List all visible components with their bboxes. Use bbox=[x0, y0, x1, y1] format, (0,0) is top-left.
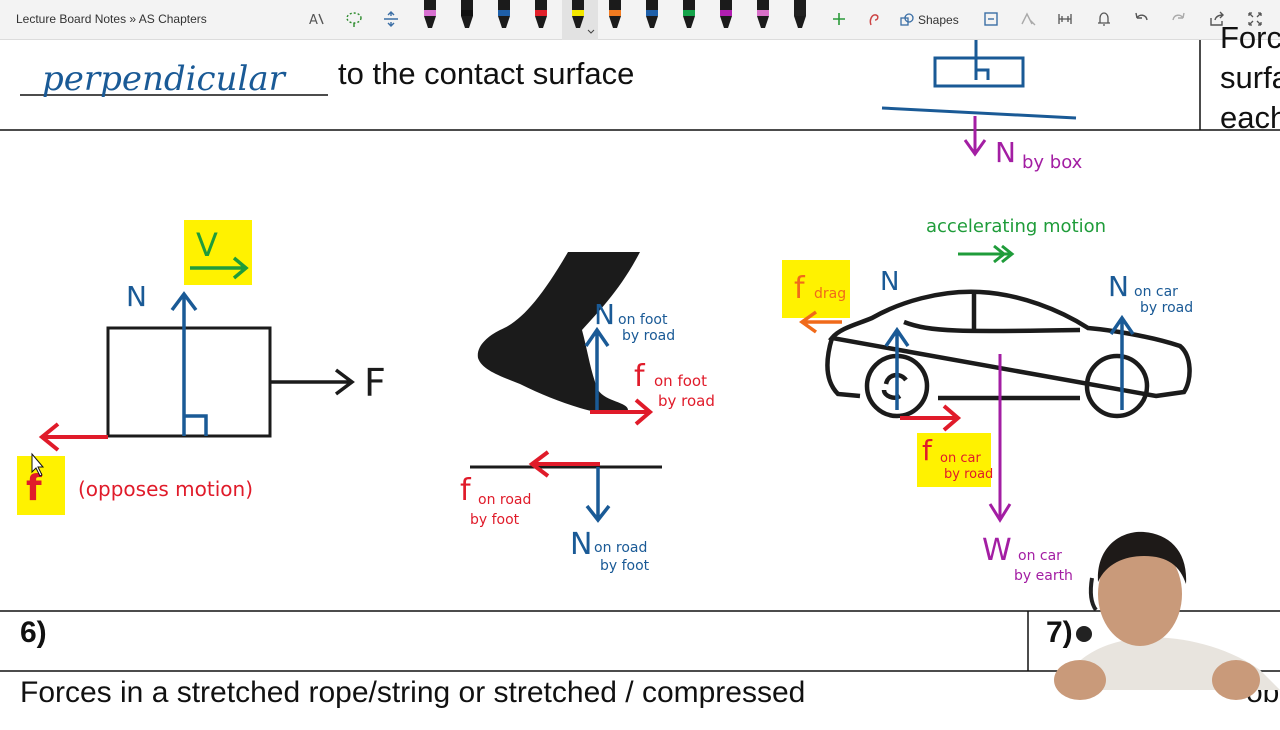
contact-surface-text: to the contact surface bbox=[338, 56, 635, 91]
n-foot-sub1: on foot bbox=[618, 312, 668, 328]
n-by-box-sub: by box bbox=[1022, 152, 1083, 173]
n-by-box-arrow bbox=[963, 116, 987, 157]
pen-4[interactable] bbox=[535, 0, 547, 28]
n-car-rear-arrow bbox=[1109, 314, 1135, 410]
bell-icon[interactable] bbox=[1093, 8, 1115, 30]
pen-6[interactable] bbox=[609, 0, 621, 28]
chevron-down-icon bbox=[587, 29, 595, 34]
question-7-label: 7) bbox=[1046, 616, 1073, 649]
f-car-sub1: on car bbox=[940, 451, 981, 466]
right-cell-line: surfa bbox=[1220, 60, 1280, 95]
breadcrumb[interactable]: Lecture Board Notes » AS Chapters bbox=[16, 12, 207, 26]
f-car-arrow bbox=[900, 404, 962, 432]
accelerating-arrow bbox=[958, 244, 1015, 264]
f-foot-arrow bbox=[590, 398, 654, 426]
pen-8[interactable] bbox=[683, 0, 695, 28]
f-road-sub2: by foot bbox=[470, 512, 520, 528]
v-highlight bbox=[184, 220, 252, 285]
f-drag-arrow bbox=[798, 310, 842, 334]
pen-5[interactable] bbox=[572, 0, 595, 34]
add-pen-icon[interactable] bbox=[828, 8, 850, 30]
f-road-label: f bbox=[460, 473, 472, 508]
n-car-label: N bbox=[1108, 270, 1129, 303]
opposes-motion-label: (opposes motion) bbox=[78, 477, 253, 501]
n-road-sub1: on road bbox=[594, 540, 647, 556]
f-force-label: F bbox=[364, 361, 386, 405]
fullscreen-icon[interactable] bbox=[1244, 8, 1266, 30]
w-car-sub2: by earth bbox=[1014, 568, 1073, 584]
applied-force-arrow bbox=[270, 368, 355, 396]
friction-arrow bbox=[38, 422, 108, 452]
presenter-webcam bbox=[1054, 531, 1280, 700]
shapes-button[interactable]: Shapes bbox=[900, 10, 959, 30]
lasso-icon[interactable] bbox=[343, 8, 365, 30]
f-road-arrow bbox=[528, 450, 600, 478]
mouse-cursor-icon bbox=[31, 452, 45, 477]
n-car-sub2: by road bbox=[1140, 300, 1193, 316]
velocity-arrow bbox=[190, 256, 249, 280]
pen-3[interactable] bbox=[498, 0, 510, 28]
n-by-box-label: N bbox=[995, 136, 1016, 169]
box-outline bbox=[106, 326, 272, 438]
f-car-sub2: by road bbox=[944, 467, 993, 482]
right-cell-text: Forc surfa each bbox=[1220, 18, 1280, 138]
foot-silhouette bbox=[477, 252, 640, 414]
w-car-arrow bbox=[988, 354, 1012, 523]
pen-tray[interactable] bbox=[0, 0, 830, 40]
n-road-arrow bbox=[585, 467, 611, 523]
pen-11[interactable] bbox=[794, 0, 806, 28]
n-road-label: N bbox=[570, 527, 592, 562]
f-car-label: f bbox=[922, 434, 933, 467]
f-friction-label: f bbox=[26, 468, 42, 509]
f-foot-sub2: by road bbox=[658, 392, 715, 410]
n-car-front-arrow bbox=[884, 326, 910, 410]
shapes-label: Shapes bbox=[918, 13, 959, 27]
f-road-sub1: on road bbox=[478, 492, 531, 508]
n-road-sub2: by foot bbox=[600, 558, 650, 574]
perpendicular-answer: perpendicular bbox=[42, 59, 287, 99]
pen-7[interactable] bbox=[646, 0, 658, 28]
question-6-text: Forces in a stretched rope/string or str… bbox=[20, 676, 806, 709]
right-cell-line: Forc bbox=[1220, 20, 1280, 55]
ink-drawing: perpendicular N by box V N F bbox=[0, 40, 1280, 672]
v-label: V bbox=[196, 226, 218, 264]
redo-icon[interactable] bbox=[1168, 8, 1190, 30]
right-cell-line: each bbox=[1220, 100, 1280, 135]
n-foot-label: N bbox=[594, 298, 615, 331]
pen-2[interactable] bbox=[461, 0, 473, 28]
box-on-surface-sketch bbox=[881, 40, 1077, 120]
share-icon[interactable] bbox=[1206, 8, 1228, 30]
svg-text:A: A bbox=[309, 13, 318, 28]
car-outline bbox=[825, 289, 1192, 419]
pen-1[interactable] bbox=[424, 0, 436, 28]
n-foot-sub2: by road bbox=[622, 328, 675, 344]
ink-to-math-icon[interactable] bbox=[1017, 8, 1039, 30]
pen-10[interactable] bbox=[757, 0, 769, 28]
shapes-icon bbox=[900, 13, 914, 26]
question-6-label: 6) bbox=[20, 616, 47, 649]
ink-toolbar: Lecture Board Notes » AS Chapters A Shap… bbox=[0, 0, 1280, 40]
f-drag-sub: drag bbox=[814, 286, 846, 302]
n-foot-arrow bbox=[584, 326, 610, 410]
text-format-icon[interactable]: A bbox=[305, 8, 327, 30]
n-car-front-label: N bbox=[880, 267, 899, 297]
f-drag-label: f bbox=[794, 271, 806, 306]
f-foot-sub1: on foot bbox=[654, 372, 707, 390]
notes-canvas[interactable]: to the contact surface Forc surfa each 6… bbox=[0, 20, 1280, 720]
touch-draw-icon[interactable] bbox=[864, 8, 886, 30]
f-drag-highlight bbox=[782, 260, 850, 318]
n-box-label: N bbox=[126, 280, 147, 313]
pen-9[interactable] bbox=[720, 0, 732, 28]
ink-to-shape-icon[interactable] bbox=[980, 8, 1002, 30]
accelerating-label: accelerating motion bbox=[926, 216, 1106, 237]
ruler-icon[interactable] bbox=[1054, 8, 1076, 30]
w-car-sub1: on car bbox=[1018, 548, 1062, 564]
normal-force-arrow bbox=[170, 291, 208, 436]
n-car-sub1: on car bbox=[1134, 284, 1178, 300]
insert-space-icon[interactable] bbox=[380, 8, 402, 30]
w-car-label: W bbox=[982, 533, 1012, 568]
f-foot-label: f bbox=[634, 359, 646, 394]
undo-icon[interactable] bbox=[1130, 8, 1152, 30]
f-car-highlight bbox=[917, 433, 991, 487]
